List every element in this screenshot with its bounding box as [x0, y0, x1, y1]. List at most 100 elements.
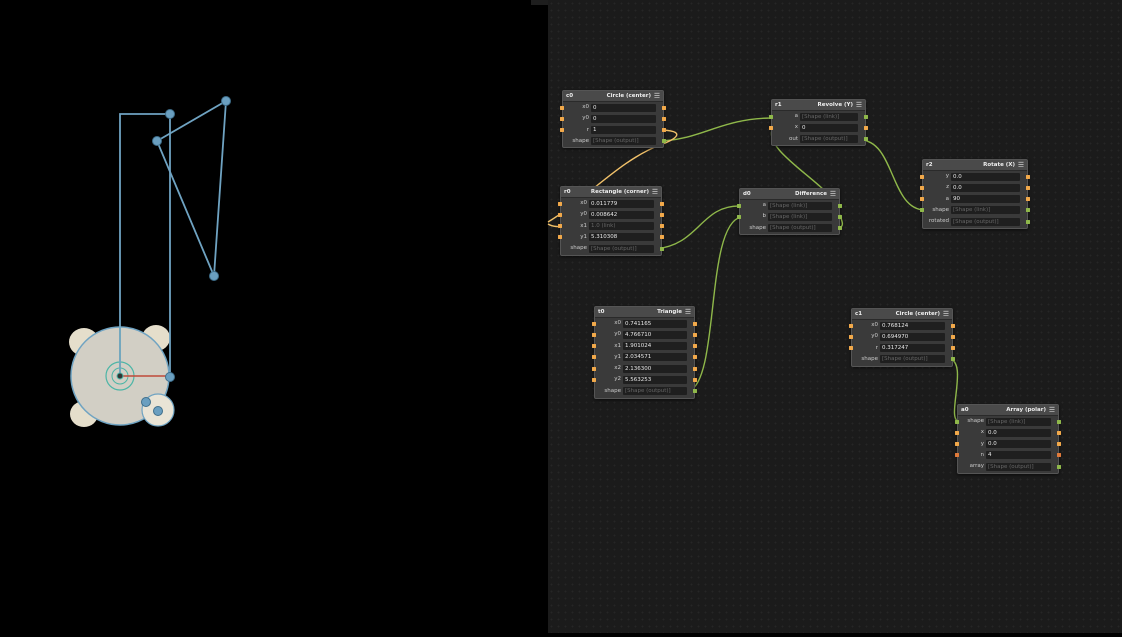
output-port[interactable] [864, 114, 868, 119]
x1-field[interactable]: 1.901024 [623, 342, 687, 351]
x2-field[interactable]: 2.136300 [623, 364, 687, 373]
input-port[interactable] [737, 203, 741, 208]
input-port[interactable] [769, 114, 773, 119]
menu-icon[interactable]: ☰ [829, 190, 837, 198]
output-port[interactable] [1057, 453, 1061, 458]
center-point[interactable] [116, 372, 124, 380]
output-port[interactable] [1026, 197, 1030, 202]
menu-icon[interactable]: ☰ [1048, 406, 1056, 414]
output-port[interactable] [1057, 419, 1061, 424]
output-port[interactable] [838, 214, 842, 219]
a-field[interactable]: 90 [951, 195, 1020, 204]
output-port[interactable] [1057, 430, 1061, 435]
control-points[interactable] [116, 96, 231, 416]
input-port[interactable] [920, 208, 924, 213]
output-port[interactable] [951, 346, 955, 351]
output-port[interactable] [660, 201, 664, 206]
output-port[interactable] [660, 235, 664, 240]
shape-output-port[interactable] [662, 139, 666, 144]
menu-icon[interactable]: ☰ [1017, 161, 1025, 169]
input-port[interactable] [592, 344, 596, 349]
control-point[interactable] [152, 136, 162, 146]
shape-output-port[interactable] [660, 246, 664, 251]
y1-field[interactable]: 5.310308 [589, 233, 654, 242]
shape-output-port[interactable] [838, 226, 842, 231]
3d-viewport[interactable] [0, 0, 548, 633]
control-point[interactable] [165, 109, 175, 119]
input-port[interactable] [592, 332, 596, 337]
input-port[interactable] [558, 212, 562, 217]
output-port[interactable] [693, 344, 697, 349]
y0-field[interactable]: 0.694970 [880, 332, 945, 341]
shape-output-port[interactable] [1026, 219, 1030, 224]
control-point[interactable] [221, 96, 231, 106]
control-point[interactable] [165, 372, 175, 382]
y-field[interactable]: 0.0 [951, 172, 1020, 181]
menu-icon[interactable]: ☰ [942, 310, 950, 318]
menu-icon[interactable]: ☰ [653, 92, 661, 100]
output-port[interactable] [662, 128, 666, 133]
input-port[interactable] [849, 346, 853, 351]
control-point[interactable] [209, 271, 219, 281]
input-port[interactable] [737, 214, 741, 219]
menu-icon[interactable]: ☰ [684, 308, 692, 316]
shape-output-port[interactable] [1057, 464, 1061, 469]
output-port[interactable] [693, 332, 697, 337]
x-field[interactable]: 0.0 [986, 428, 1051, 437]
control-point[interactable] [141, 397, 151, 407]
menu-icon[interactable]: ☰ [651, 188, 659, 196]
shape-output-port[interactable] [693, 389, 697, 394]
r-field[interactable]: 0.317247 [880, 344, 945, 353]
output-port[interactable] [1026, 185, 1030, 190]
y-field[interactable]: 0.0 [986, 440, 1051, 449]
input-port[interactable] [955, 430, 959, 435]
input-port[interactable] [955, 453, 959, 458]
x-field[interactable]: 0 [800, 123, 858, 132]
output-port[interactable] [693, 366, 697, 371]
input-port[interactable] [560, 116, 564, 121]
input-port[interactable] [560, 105, 564, 110]
x0-field[interactable]: 0.011779 [589, 199, 654, 208]
output-port[interactable] [662, 105, 666, 110]
input-port[interactable] [920, 174, 924, 179]
output-port[interactable] [864, 125, 868, 130]
output-port[interactable] [693, 377, 697, 382]
input-port[interactable] [955, 419, 959, 424]
output-port[interactable] [693, 355, 697, 360]
input-port[interactable] [558, 201, 562, 206]
input-port[interactable] [558, 235, 562, 240]
y0-field[interactable]: 0.008642 [589, 210, 654, 219]
output-port[interactable] [838, 203, 842, 208]
output-port[interactable] [660, 212, 664, 217]
shape-output-port[interactable] [951, 357, 955, 362]
y2-field[interactable]: 5.563253 [623, 375, 687, 384]
input-port[interactable] [592, 355, 596, 360]
input-port[interactable] [558, 224, 562, 229]
output-port[interactable] [1026, 208, 1030, 213]
input-port[interactable] [920, 185, 924, 190]
input-port[interactable] [849, 334, 853, 339]
x0-field[interactable]: 0.768124 [880, 321, 945, 330]
x0-field[interactable]: 0.741165 [623, 319, 687, 328]
input-port[interactable] [920, 197, 924, 202]
input-port[interactable] [849, 323, 853, 328]
control-point[interactable] [153, 406, 163, 416]
y0-field[interactable]: 0 [591, 114, 656, 123]
shape-output-port[interactable] [864, 137, 868, 142]
output-port[interactable] [1057, 442, 1061, 447]
input-port[interactable] [769, 125, 773, 130]
output-port[interactable] [1026, 174, 1030, 179]
z-field[interactable]: 0.0 [951, 183, 1020, 192]
menu-icon[interactable]: ☰ [855, 101, 863, 109]
viewport-canvas[interactable] [0, 0, 548, 633]
output-port[interactable] [951, 334, 955, 339]
x0-field[interactable]: 0 [591, 103, 656, 112]
